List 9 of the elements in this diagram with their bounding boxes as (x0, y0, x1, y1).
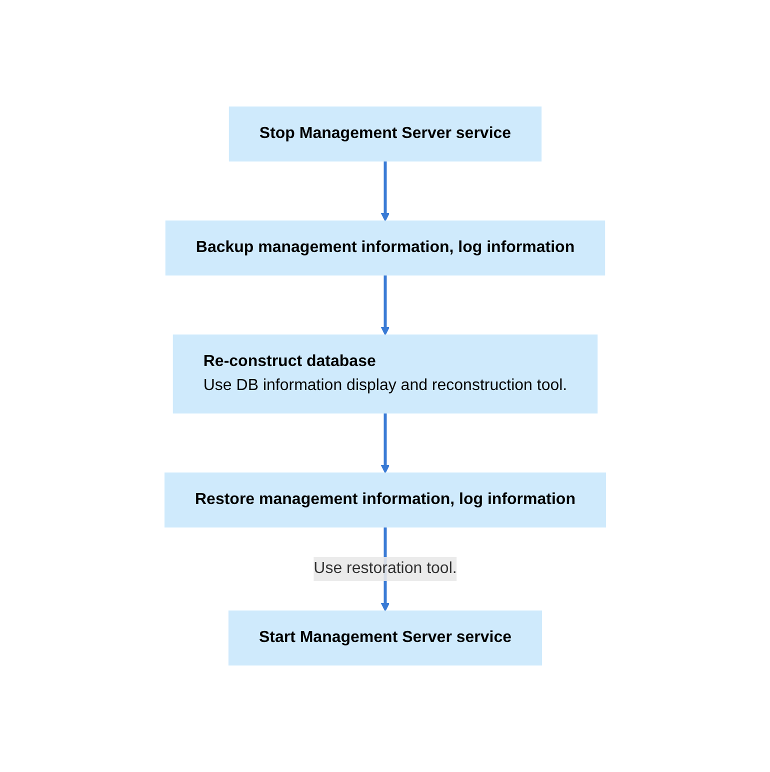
arrow (380, 413, 390, 474)
edge-label: Use restoration tool. (313, 560, 457, 577)
node-box: Restore management information, log information (164, 472, 606, 528)
node-box: Backup management information, log information (165, 220, 605, 276)
node-box: Start Management Server service (228, 610, 542, 666)
arrow (380, 275, 390, 336)
node-box: Stop Management Server service (228, 106, 542, 162)
arrow (380, 161, 390, 222)
node-box: Re-construct database Use DB information display and reconstruction tool. (172, 334, 598, 414)
